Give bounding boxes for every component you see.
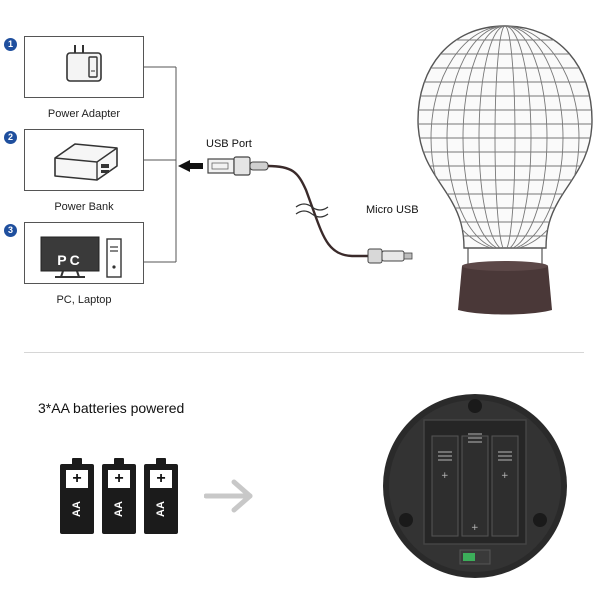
input-arrow	[178, 160, 203, 172]
step-badge-1: 1	[4, 38, 17, 51]
battery-cap	[114, 458, 124, 465]
option-label-power-adapter: Power Adapter	[47, 108, 121, 120]
usb-a-plug	[207, 156, 269, 176]
power-bank-icon	[54, 143, 118, 181]
svg-text:+: +	[441, 471, 449, 481]
option-power-adapter	[24, 36, 144, 98]
pc-screen-text: PC	[57, 252, 83, 268]
svg-text:+: +	[501, 471, 509, 481]
usb-cable	[267, 164, 368, 258]
power-adapter-icon	[66, 45, 102, 82]
battery-terminal: +	[108, 470, 130, 488]
battery-label: AA	[155, 501, 167, 517]
battery-terminal: +	[66, 470, 88, 488]
connection-diagram	[144, 66, 413, 264]
bulb-lamp-icon	[417, 25, 593, 315]
option-label-pc-laptop: PC, Laptop	[56, 294, 112, 306]
step-badge-3: 3	[4, 224, 17, 237]
battery-compartment-icon: + + +	[383, 394, 567, 578]
battery-cap	[156, 458, 166, 465]
battery-cap	[72, 458, 82, 465]
battery-caption: 3*AA batteries powered	[38, 400, 185, 416]
pc-icon	[40, 236, 122, 278]
option-label-power-bank: Power Bank	[54, 201, 114, 213]
battery-label: AA	[71, 501, 83, 517]
option-power-bank	[24, 129, 144, 191]
option-pc-laptop: PC	[24, 222, 144, 284]
micro-usb-plug	[367, 248, 413, 264]
battery-terminal: +	[150, 470, 172, 488]
aa-battery-2: + AA	[102, 458, 136, 534]
source-bracket	[144, 66, 177, 263]
micro-usb-label: Micro USB	[366, 204, 419, 216]
step-badge-2: 2	[4, 131, 17, 144]
section-divider	[24, 352, 584, 353]
svg-text:+: +	[471, 523, 479, 533]
lamp-base	[458, 261, 552, 315]
cable-break-mark	[295, 203, 329, 211]
usb-port-label: USB Port	[206, 138, 252, 150]
battery-label: AA	[113, 501, 125, 517]
aa-battery-1: + AA	[60, 458, 94, 534]
right-arrow-icon	[204, 479, 253, 513]
aa-battery-3: + AA	[144, 458, 178, 534]
